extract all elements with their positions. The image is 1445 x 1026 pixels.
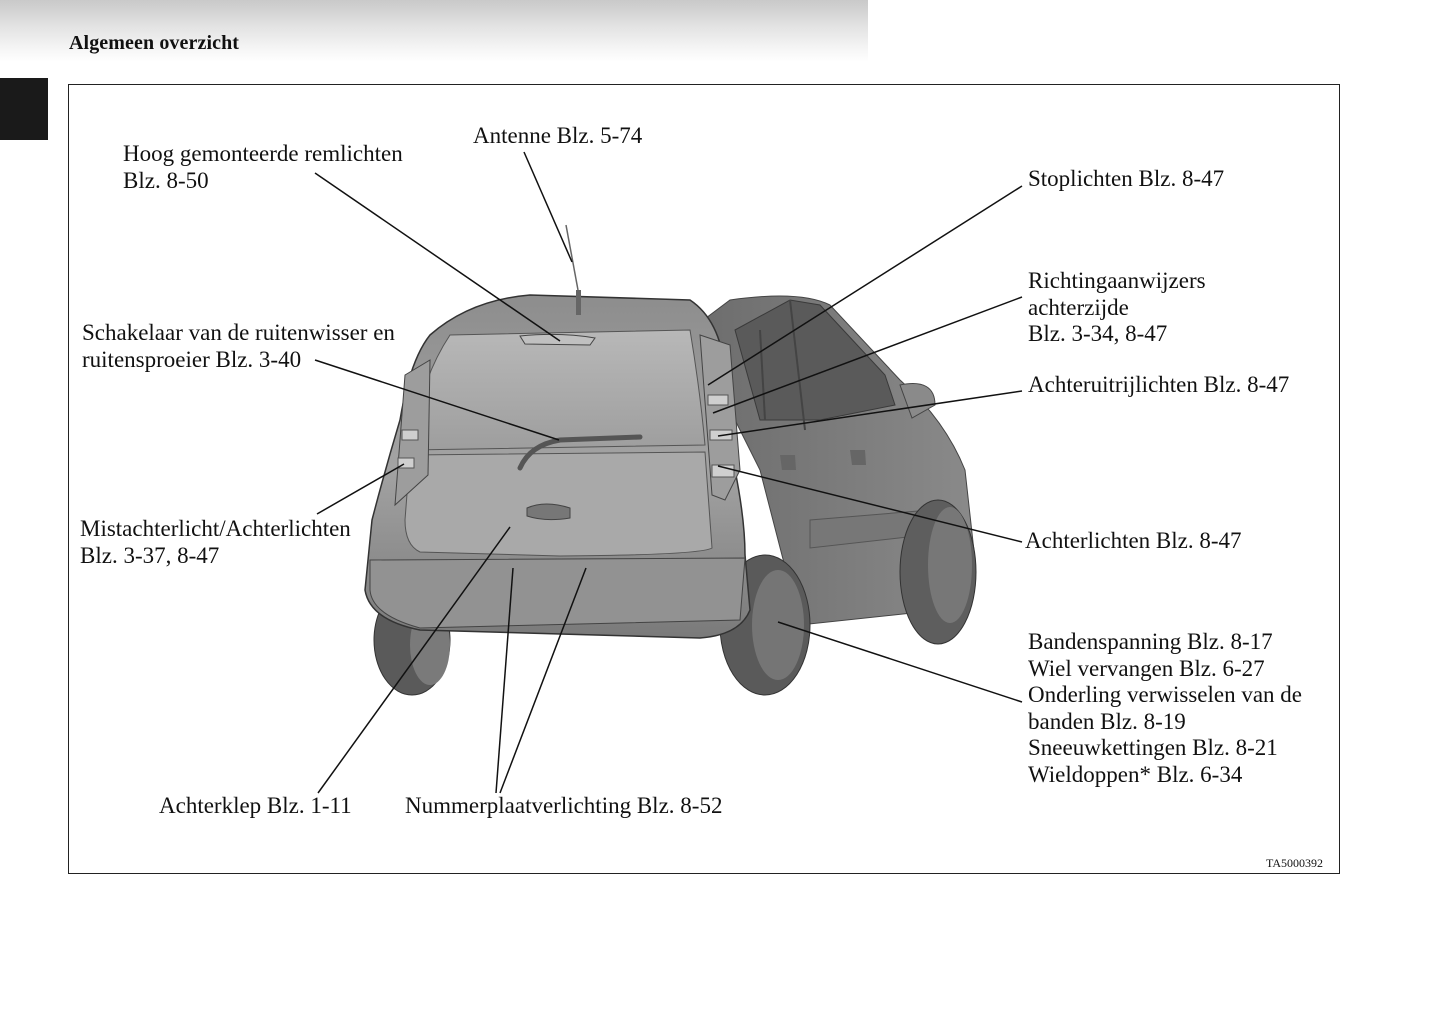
label-stoplichten: Stoplichten Blz. 8-47 — [1028, 166, 1225, 191]
callout-line-achterlichten — [717, 465, 1023, 543]
callout-line-banden — [777, 621, 1023, 703]
figure-code: TA5000392 — [1266, 856, 1324, 870]
label-line: Mistachterlicht/Achterlichten — [80, 516, 351, 541]
label-line: Hoog gemonteerde remlichten — [123, 141, 403, 166]
label-hoog-remlichten: Hoog gemonteerde remlichten Blz. 8-50 — [123, 141, 403, 194]
label-achteruitrijlichten: Achteruitrijlichten Blz. 8-47 — [1028, 372, 1290, 397]
label-mistachterlicht: Mistachterlicht/Achterlichten Blz. 3-37,… — [80, 516, 351, 569]
label-line: Richtingaanwijzers — [1028, 268, 1206, 293]
callout-line-schakelaar — [314, 359, 560, 441]
callout-line-nummerplaat-1 — [495, 567, 514, 794]
label-line: Wieldoppen* Blz. 6-34 — [1028, 761, 1243, 787]
label-line: achterzijde — [1028, 294, 1129, 320]
callout-line-antenne — [523, 151, 573, 263]
header-band — [0, 0, 868, 62]
label-achterlichten: Achterlichten Blz. 8-47 — [1025, 528, 1242, 553]
label-banden: Bandenspanning Blz. 8-17 Wiel vervangen … — [1028, 629, 1302, 788]
callout-line-mistachterlicht — [316, 463, 405, 515]
car-rear-body — [364, 224, 751, 639]
label-achterklep: Achterklep Blz. 1-11 — [159, 793, 352, 818]
callout-line-remlichten — [314, 172, 561, 342]
label-line: Blz. 8-50 — [123, 167, 209, 193]
callout-line-nummerplaat-2 — [499, 567, 587, 794]
label-schakelaar: Schakelaar van de ruitenwisser en ruiten… — [82, 320, 395, 373]
label-line: banden Blz. 8-19 — [1028, 708, 1186, 734]
label-line: Bandenspanning Blz. 8-17 — [1028, 629, 1273, 654]
label-nummerplaatverlichting: Nummerplaatverlichting Blz. 8-52 — [405, 793, 723, 818]
label-line: Schakelaar van de ruitenwisser en — [82, 320, 395, 345]
callout-line-stoplichten — [707, 185, 1023, 386]
section-tab-marker — [0, 78, 48, 140]
label-line: ruitensproeier Blz. 3-40 — [82, 346, 302, 372]
callout-lines — [314, 151, 1023, 794]
label-antenne: Antenne Blz. 5-74 — [473, 123, 643, 148]
label-line: Wiel vervangen Blz. 6-27 — [1028, 655, 1265, 681]
figure-frame — [68, 84, 1340, 874]
page-title: Algemeen overzicht — [69, 32, 240, 54]
label-richtingaanwijzers: Richtingaanwijzers achterzijde Blz. 3-34… — [1028, 268, 1206, 348]
callout-line-achteruitrij — [717, 390, 1023, 437]
callout-line-richting — [712, 296, 1023, 414]
label-line: Sneeuwkettingen Blz. 8-21 — [1028, 735, 1278, 760]
label-line: Onderling verwisselen van de — [1028, 682, 1303, 707]
callout-line-achterklep — [317, 526, 511, 794]
label-line: Blz. 3-34, 8-47 — [1028, 321, 1168, 346]
label-line: Blz. 3-37, 8-47 — [80, 542, 220, 568]
